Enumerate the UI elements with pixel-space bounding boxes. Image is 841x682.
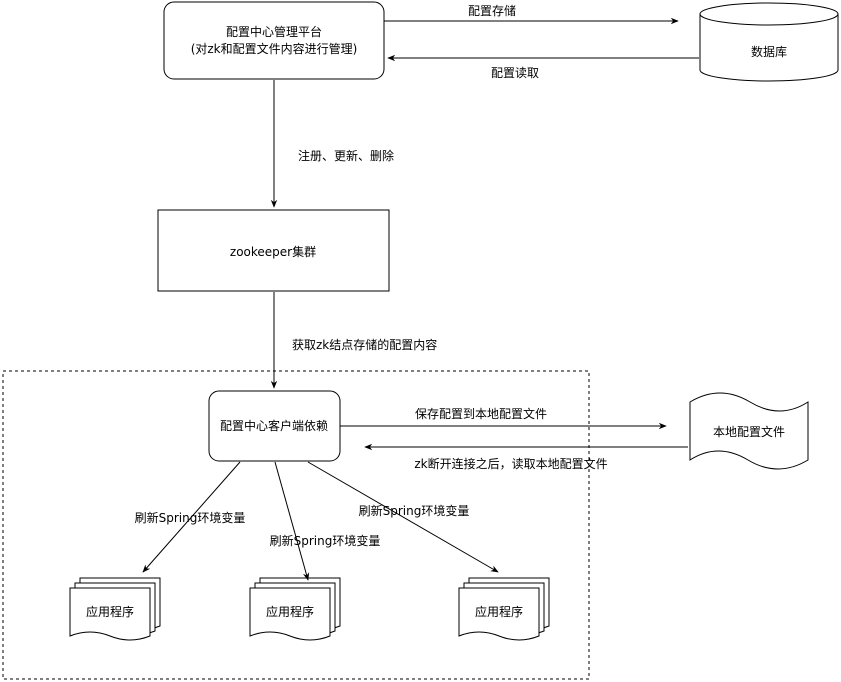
database-label: 数据库 — [751, 44, 787, 59]
local-file-shape[interactable] — [689, 392, 809, 470]
app-label-right: 应用程序 — [475, 604, 523, 619]
platform-box[interactable] — [163, 1, 385, 80]
app-label-mid: 应用程序 — [266, 604, 314, 619]
app-document-left[interactable] — [69, 587, 151, 641]
edge-refresh-left — [142, 461, 241, 573]
database-cylinder-rim — [699, 13, 839, 26]
zookeeper-label: zookeeper集群 — [230, 244, 316, 259]
edge-fetch-label: 获取zk结点存储的配置内容 — [292, 337, 437, 352]
edge-refresh-right-label: 刷新Spring环境变量 — [359, 503, 470, 518]
client-boundary — [2, 370, 590, 680]
zookeeper-box[interactable] — [157, 209, 390, 292]
edge-save-local-label: 保存配置到本地配置文件 — [415, 406, 547, 421]
client-node[interactable]: 配置中心客户端依赖 — [208, 390, 341, 462]
local-file-label: 本地配置文件 — [713, 424, 785, 439]
edge-refresh-right — [307, 461, 499, 573]
database-cylinder[interactable] — [699, 2, 839, 82]
client-label: 配置中心客户端依赖 — [220, 418, 328, 433]
local-file-node[interactable]: 本地配置文件 — [689, 392, 809, 470]
app-document-mid[interactable] — [249, 587, 331, 641]
zookeeper-node[interactable]: zookeeper集群 — [157, 209, 390, 292]
edge-read-label: 配置读取 — [491, 66, 539, 80]
app-node-left[interactable]: 应用程序 — [69, 577, 161, 641]
app-node-right[interactable]: 应用程序 — [458, 577, 550, 641]
app-node-mid[interactable]: 应用程序 — [249, 577, 341, 641]
database-node[interactable]: 数据库 — [699, 2, 839, 82]
edge-refresh-left-label: 刷新Spring环境变量 — [135, 510, 246, 525]
edge-refresh-mid — [274, 461, 310, 581]
platform-title: 配置中心管理平台 — [226, 24, 322, 39]
app-label-left: 应用程序 — [86, 604, 134, 619]
edge-store-label: 配置存储 — [468, 3, 516, 18]
edge-read-local-label: zk断开连接之后，读取本地配置文件 — [414, 456, 607, 471]
edge-refresh-mid-label: 刷新Spring环境变量 — [270, 533, 381, 548]
platform-node[interactable]: 配置中心管理平台 (对zk和配置文件内容进行管理) — [163, 1, 385, 80]
platform-subtitle: (对zk和配置文件内容进行管理) — [191, 41, 358, 56]
edge-register-label: 注册、更新、删除 — [298, 148, 394, 163]
app-document-right[interactable] — [458, 587, 540, 641]
